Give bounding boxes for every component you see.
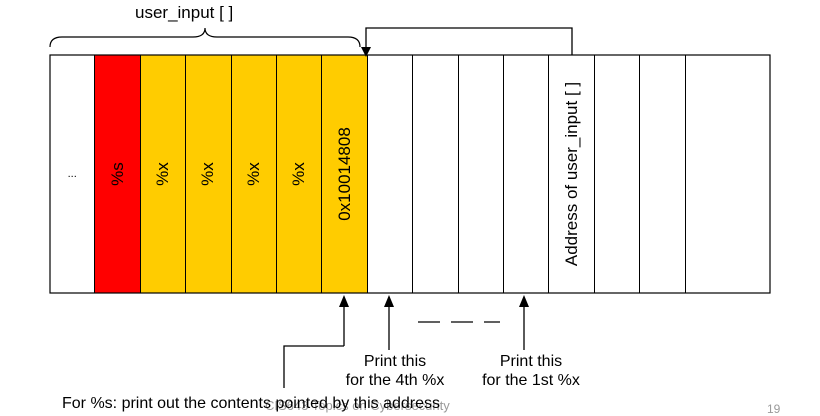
stack-cell xyxy=(458,55,504,293)
stack-cell xyxy=(640,55,686,293)
brace-label: user_input [ ] xyxy=(135,3,234,22)
stack-border xyxy=(49,54,771,294)
stack-cell: 0x10014808 xyxy=(322,55,368,293)
stack-cell xyxy=(685,55,731,293)
stack-cell-label: ... xyxy=(67,168,77,180)
stack-cell: ... xyxy=(50,55,96,293)
label-1st-x: Print this for the 1st %x xyxy=(482,353,580,389)
note-text: For %s: print out the contents pointed b… xyxy=(62,395,440,412)
label-4th-x: Print this for the 4th %x xyxy=(345,353,445,389)
arrow-0x-cell-head xyxy=(339,295,349,307)
stack-cell: %x xyxy=(186,55,232,293)
user-input-brace xyxy=(49,27,361,48)
stack-cell: Address of user_input [ ] xyxy=(549,55,595,293)
stack-cell xyxy=(413,55,459,293)
stack-cell xyxy=(367,55,414,293)
footer-course: CIS643 Topics on Cybersecurity xyxy=(265,398,450,413)
address-pointer-line xyxy=(365,27,573,55)
stack-cell xyxy=(504,55,550,293)
address-pointer-arrowhead xyxy=(361,47,371,57)
arrow-4th-x-head xyxy=(384,295,394,307)
stack-cell: %s xyxy=(95,55,141,293)
stack-cell: %x xyxy=(140,55,187,293)
note-connector-line xyxy=(283,345,344,388)
stack-cell xyxy=(594,55,641,293)
stack-cell: %x xyxy=(277,55,323,293)
arrow-1st-x-head xyxy=(519,295,529,307)
stack-cell: %x xyxy=(231,55,277,293)
page-number: 19 xyxy=(767,402,781,416)
